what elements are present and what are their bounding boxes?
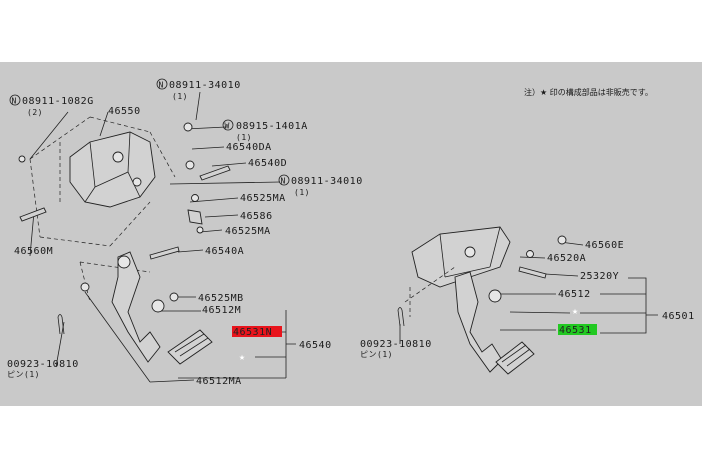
label-25320y: 25320Y bbox=[580, 271, 619, 282]
star-mark-left: ★ bbox=[239, 352, 246, 363]
parts-diagram-sheet: 注）★ 印の構成部品は非販売です。 N 08911-34010 (1) N 08… bbox=[0, 62, 702, 406]
highlight-46531n bbox=[232, 326, 282, 337]
label-46525mb: 46525MB bbox=[198, 293, 244, 304]
brake-pedal-right bbox=[411, 226, 535, 375]
label-08911-34010-mid-qty: (1) bbox=[294, 188, 310, 197]
nut-icon bbox=[169, 292, 179, 302]
label-46531n[interactable]: 46531N bbox=[233, 327, 272, 338]
label-08911-34010-top-qty: (1) bbox=[172, 92, 188, 101]
svg-text:N: N bbox=[12, 97, 17, 106]
label-46501: 46501 bbox=[662, 311, 695, 322]
nut-icon bbox=[191, 194, 199, 202]
switch-25320y bbox=[518, 266, 547, 279]
pedal-bracket-46550 bbox=[69, 131, 156, 208]
label-46550: 46550 bbox=[108, 106, 141, 117]
n-mark-icon: N bbox=[9, 94, 21, 106]
svg-text:N: N bbox=[159, 81, 164, 90]
non-sale-note: 注）★ 印の構成部品は非販売です。 bbox=[524, 87, 653, 97]
label-08911-1082g: 08911-1082G bbox=[22, 96, 94, 107]
label-46540: 46540 bbox=[299, 340, 332, 351]
label-46512ma: 46512MA bbox=[196, 376, 242, 387]
label-46586: 46586 bbox=[240, 211, 273, 222]
nut-icon bbox=[80, 282, 90, 292]
label-46540a: 46540A bbox=[205, 246, 244, 257]
label-46520a: 46520A bbox=[547, 253, 586, 264]
svg-text:W: W bbox=[225, 122, 230, 131]
bolt-46560m bbox=[19, 207, 47, 222]
brake-pedal-left bbox=[111, 251, 213, 365]
n-mark-icon: N bbox=[278, 174, 290, 186]
n-mark-icon: N bbox=[156, 78, 168, 90]
nut-icon bbox=[196, 226, 204, 234]
w-mark-icon: W bbox=[222, 119, 234, 131]
nut-icon bbox=[185, 160, 195, 170]
nut-icon bbox=[18, 155, 26, 163]
label-08915-1401a-qty: (1) bbox=[236, 133, 252, 142]
label-08911-1082g-qty: (2) bbox=[27, 108, 43, 117]
parts-diagram: 注）★ 印の構成部品は非販売です。 N 08911-34010 (1) N 08… bbox=[7, 78, 695, 387]
label-pin-left: ピン(1) bbox=[7, 370, 40, 379]
label-46540da: 46540DA bbox=[226, 142, 272, 153]
pin-right-icon bbox=[397, 307, 405, 327]
label-46560e: 46560E bbox=[585, 240, 624, 251]
label-pin-code-left: 00923-10810 bbox=[7, 359, 79, 370]
star-mark-right: ★ bbox=[572, 306, 579, 317]
pin-left-icon bbox=[57, 314, 65, 335]
svg-text:N: N bbox=[281, 177, 286, 186]
nut-icon bbox=[557, 235, 567, 245]
label-46525ma-1: 46525MA bbox=[240, 193, 286, 204]
label-46540d: 46540D bbox=[248, 158, 287, 169]
label-08911-34010-mid: 08911-34010 bbox=[291, 176, 363, 187]
label-46525ma-2: 46525MA bbox=[225, 226, 271, 237]
highlight-46531 bbox=[558, 324, 597, 335]
clip-46586 bbox=[187, 209, 203, 225]
bolt-46540a bbox=[149, 246, 180, 260]
label-46512: 46512 bbox=[558, 289, 591, 300]
label-46560m: 46560M bbox=[14, 246, 53, 257]
label-08915-1401a: 08915-1401A bbox=[236, 121, 308, 132]
nut-icon bbox=[183, 122, 193, 132]
label-46512m: 46512M bbox=[202, 305, 241, 316]
nut-icon bbox=[526, 250, 534, 258]
label-08911-34010-top: 08911-34010 bbox=[169, 80, 241, 91]
label-pin-right: ピン(1) bbox=[360, 350, 393, 359]
label-46531[interactable]: 46531 bbox=[559, 325, 592, 336]
label-pin-code-right: 00923-10810 bbox=[360, 339, 432, 350]
bolt-46540d bbox=[199, 165, 231, 181]
